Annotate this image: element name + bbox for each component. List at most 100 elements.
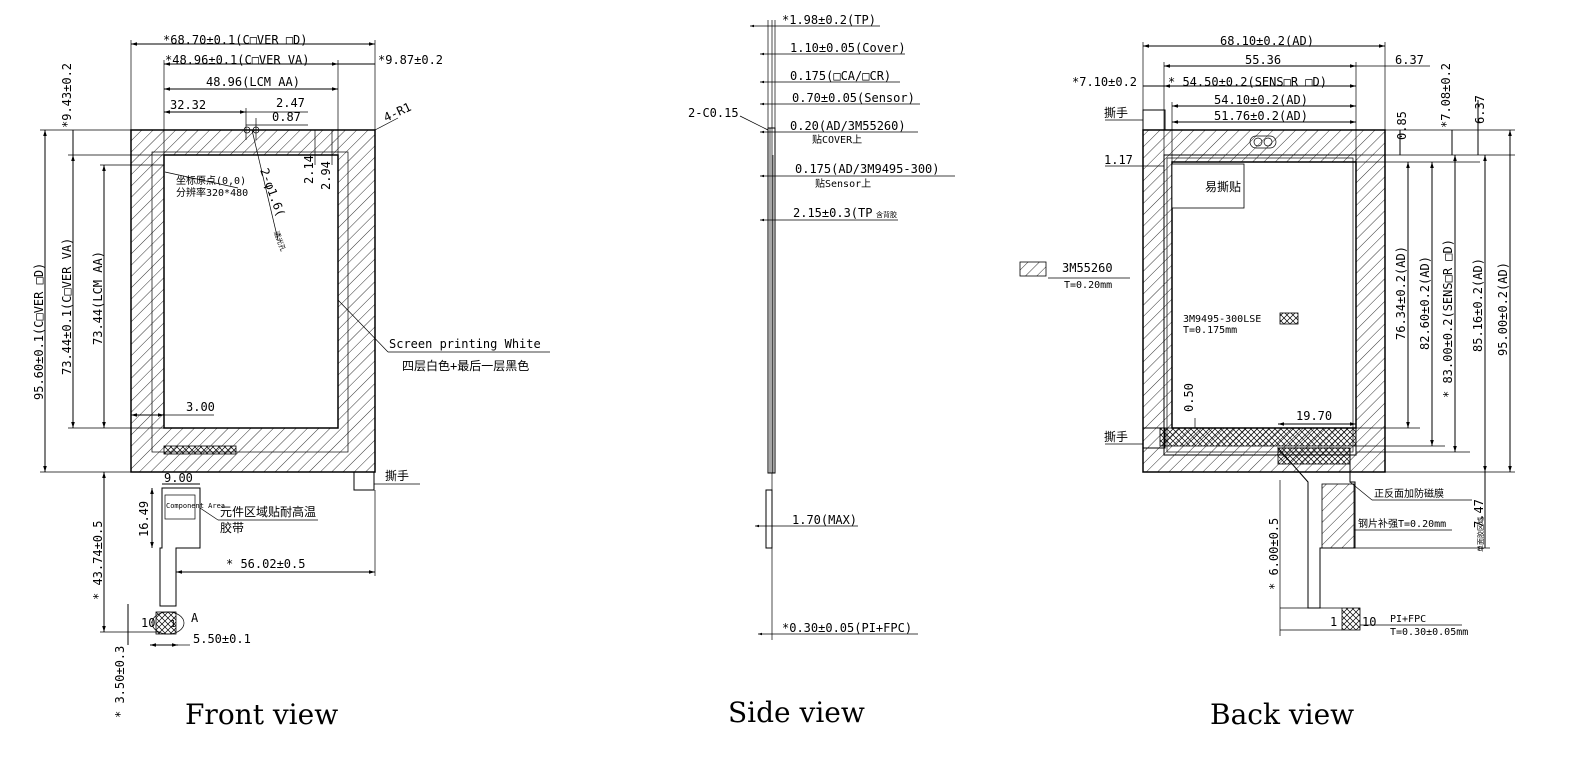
dim-550: 5.50±0.1 xyxy=(193,632,251,646)
pi-fpc-thickness: T=0.30±0.05mm xyxy=(1390,627,1468,638)
side-dim-total: 2.15±0.3(TP xyxy=(793,206,872,220)
dim-height-cover-od: 95.60±0.1(C□VER □D) xyxy=(32,263,46,400)
dim-1649: 16.49 xyxy=(137,501,151,537)
back-dim-6810: 68.10±0.2(AD) xyxy=(1220,34,1314,48)
side-dim-ad2-note: 贴Sensor上 xyxy=(815,177,871,190)
back-dim-5176: 51.76±0.2(AD) xyxy=(1214,109,1308,123)
back-dim-9500: 95.00±0.2(AD) xyxy=(1496,262,1510,356)
component-area-box xyxy=(164,494,196,520)
dim-lcm-aa: 48.96(LCM AA) xyxy=(206,75,300,89)
back-dim-747: 7.47 xyxy=(1472,499,1486,528)
dim-5602: * 56.02±0.5 xyxy=(226,557,305,571)
back-dim-600: * 6.00±0.5 xyxy=(1267,518,1281,590)
dim-943: *9.43±0.2 xyxy=(60,63,74,128)
back-dim-117: 1.17 xyxy=(1104,153,1133,167)
easy-tear-label: 易撕贴 xyxy=(1205,180,1241,194)
front-view-area xyxy=(163,154,339,429)
legend-3m55260-swatch xyxy=(1019,261,1047,277)
legend-3m9495-swatch xyxy=(1279,312,1299,325)
back-dim-050: 0.50 xyxy=(1182,383,1196,412)
component-note-1: 元件区域贴耐高温 xyxy=(220,504,316,519)
back-dim-8516: 85.16±0.2(AD) xyxy=(1471,258,1485,352)
back-dim-1970: 19.70 xyxy=(1296,409,1332,423)
component-area-label: Component Area xyxy=(166,502,225,510)
dim-350: * 3.50±0.3 xyxy=(113,646,127,718)
legend-3m9495: 3M9495-300LSE xyxy=(1183,314,1261,325)
front-inner-border xyxy=(151,151,349,453)
steel-note: 钢片补强T=0.20mm xyxy=(1358,517,1446,530)
steel-stiffener xyxy=(1321,483,1355,549)
dim-300: 3.00 xyxy=(186,400,215,414)
back-dim-5450: * 54.50±0.2(SENS□R □D) xyxy=(1168,75,1327,89)
back-dim-085: 0.85 xyxy=(1395,111,1409,140)
side-dim-ad2: 0.175(AD/3M9495-300) xyxy=(795,162,940,176)
side-dim-ad1-note: 贴COVER上 xyxy=(812,133,862,146)
front-view: *68.70±0.1(C□VER □D) *48.96±0.1(C□VER VA… xyxy=(32,33,550,731)
legend-3m55260-thickness: T=0.20mm xyxy=(1064,280,1112,291)
screen-print-label: Screen printing White xyxy=(389,337,541,351)
back-dim-7634: 76.34±0.2(AD) xyxy=(1394,246,1408,340)
back-dim-8300: * 83.00±0.2(SENS□R □D) xyxy=(1441,239,1455,398)
front-bond-area xyxy=(163,445,237,455)
front-pin-10: 10 xyxy=(141,616,155,630)
front-view-title: Front view xyxy=(185,698,338,731)
front-tear-label: 撕手 xyxy=(385,469,409,483)
side-dim-tp: *1.98±0.2(TP) xyxy=(782,13,876,27)
dim-cover-od: *68.70±0.1(C□VER □D) xyxy=(163,33,308,47)
back-tear-bottom-label: 撕手 xyxy=(1104,430,1128,444)
back-dim-708: *7.08±0.2 xyxy=(1439,63,1453,128)
corner-radius: 4-R1 xyxy=(381,100,413,125)
back-bond-area xyxy=(1159,427,1357,447)
back-tear-tab-bottom xyxy=(1142,427,1166,449)
side-dim-sensor: 0.70±0.05(Sensor) xyxy=(792,91,915,105)
easy-tear-label-box xyxy=(1171,163,1245,209)
detail-a-label: A xyxy=(191,611,199,625)
dim-height-lcm: 73.44(LCM AA) xyxy=(91,251,105,345)
side-component xyxy=(765,489,773,549)
back-pin-10: 10 xyxy=(1362,615,1376,629)
front-tear-tab xyxy=(353,471,375,491)
back-dim-710: *7.10±0.2 xyxy=(1072,75,1137,89)
side-dim-total-note: 含背胶 xyxy=(876,210,897,219)
back-dim-637: 6.37 xyxy=(1395,53,1424,67)
shield-film-note: 正反面加防磁膜 xyxy=(1374,487,1444,500)
back-pin-1: 1 xyxy=(1330,615,1337,629)
origin-label: 坐标原点(0,0) xyxy=(176,175,246,187)
back-tear-tab-top xyxy=(1142,109,1166,131)
back-dim-747-note: 单面胶区域 xyxy=(1476,517,1485,552)
side-dim-ad1: 0.20(AD/3M55260) xyxy=(790,119,906,133)
side-dim-cover: 1.10±0.05(Cover) xyxy=(790,41,906,55)
side-dim-max: 1.70(MAX) xyxy=(792,513,857,527)
back-dim-5410: 54.10±0.2(AD) xyxy=(1214,93,1308,107)
dim-height-cover-va: 73.44±0.1(C□VER VA) xyxy=(60,238,74,375)
resolution-label: 分辨率320*480 xyxy=(176,186,248,199)
side-stack-upper xyxy=(767,127,776,474)
back-dim-8260: 82.60±0.2(AD) xyxy=(1418,256,1432,350)
back-sensor-outline xyxy=(1163,154,1357,456)
side-dim-fpc: *0.30±0.05(PI+FPC) xyxy=(782,621,912,635)
pi-fpc-label: PI+FPC xyxy=(1390,614,1426,625)
back-tear-top-label: 撕手 xyxy=(1104,106,1128,120)
legend-3m9495-thickness: T=0.175mm xyxy=(1183,325,1237,336)
dim-900: 9.00 xyxy=(164,471,193,485)
back-dim-5536: 55.36 xyxy=(1245,53,1281,67)
side-dim-oca: 0.175(□CA/□CR) xyxy=(790,69,891,83)
back-dim-637-v: 6.37 xyxy=(1473,95,1487,124)
component-note-2: 胶带 xyxy=(220,520,244,535)
dim-cover-va: *48.96±0.1(C□VER VA) xyxy=(165,53,310,67)
dim-294: 2.94 xyxy=(319,161,333,190)
back-view: 68.10±0.2(AD) 55.36 6.37 *7.10±0.2 * 54.… xyxy=(1019,34,1515,731)
detail-a-circle xyxy=(151,611,185,635)
legend-3m55260: 3M55260 xyxy=(1062,261,1113,275)
front-pin-1: 1 xyxy=(170,619,176,630)
dim-087: 0.87 xyxy=(272,110,301,124)
dim-4374: * 43.74±0.5 xyxy=(91,521,105,600)
back-fpc-fingers xyxy=(1341,607,1361,631)
dim-32: 32.32 xyxy=(170,98,206,112)
dim-right-top: *9.87±0.2 xyxy=(378,53,443,67)
back-view-title: Back view xyxy=(1210,698,1354,731)
side-view: *1.98±0.2(TP) 1.10±0.05(Cover) 0.175(□CA… xyxy=(688,13,955,729)
side-chamfer: 2-C0.15 xyxy=(688,106,739,120)
dim-214: 2.14 xyxy=(302,155,316,184)
